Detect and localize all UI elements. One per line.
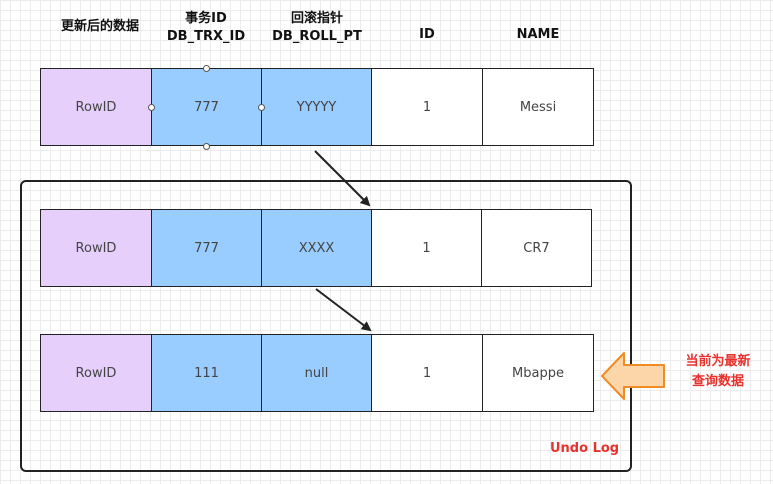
undo-trx-id-cell: 777: [152, 210, 262, 286]
pointer-arrow: [314, 150, 371, 207]
undo-roll-ptr-cell: null: [262, 335, 372, 411]
current-data-note: 当前为最新 查询数据: [668, 352, 768, 392]
current-name-cell: Messi: [483, 69, 593, 145]
header-id: ID: [419, 27, 435, 42]
current-row: RowID 777 YYYYY 1 Messi: [40, 68, 594, 146]
undo-name-cell: Mbappe: [483, 335, 593, 411]
header-name: NAME: [516, 27, 560, 42]
pointer-arrow: [315, 288, 372, 332]
header-updated-data: 更新后的数据: [60, 19, 139, 34]
header-trx-id-line1: 事务ID: [185, 11, 227, 26]
header-trx-id: 事务ID DB_TRX_ID: [150, 10, 262, 46]
undo-log-box: [20, 180, 632, 472]
current-data-arrow-icon: [601, 352, 665, 400]
undo-rowid-cell: RowID: [41, 210, 152, 286]
selection-handle[interactable]: [258, 104, 265, 111]
undo-row: RowID 111 null 1 Mbappe: [40, 334, 594, 412]
current-trx-id-cell: 777: [152, 69, 262, 145]
current-id-cell: 1: [372, 69, 483, 145]
selection-handle[interactable]: [203, 143, 210, 150]
undo-row: RowID 777 XXXX 1 CR7: [40, 209, 592, 287]
selection-handle[interactable]: [203, 65, 210, 72]
header-roll-ptr-line2: DB_ROLL_PT: [272, 29, 362, 44]
undo-trx-id-cell: 111: [152, 335, 262, 411]
undo-name-cell: CR7: [482, 210, 591, 286]
undo-id-cell: 1: [372, 335, 483, 411]
note-line1: 当前为最新: [685, 354, 751, 369]
header-roll-ptr: 回滚指针 DB_ROLL_PT: [258, 10, 376, 46]
undo-roll-ptr-cell: XXXX: [262, 210, 372, 286]
note-line2: 查询数据: [691, 374, 744, 389]
current-roll-ptr-cell: YYYYY: [262, 69, 372, 145]
undo-log-label: Undo Log: [550, 441, 620, 456]
undo-id-cell: 1: [372, 210, 482, 286]
header-trx-id-line2: DB_TRX_ID: [166, 29, 246, 44]
current-rowid-cell: RowID: [41, 69, 152, 145]
undo-rowid-cell: RowID: [41, 335, 152, 411]
selection-handle[interactable]: [148, 104, 155, 111]
header-roll-ptr-line1: 回滚指针: [290, 11, 343, 26]
